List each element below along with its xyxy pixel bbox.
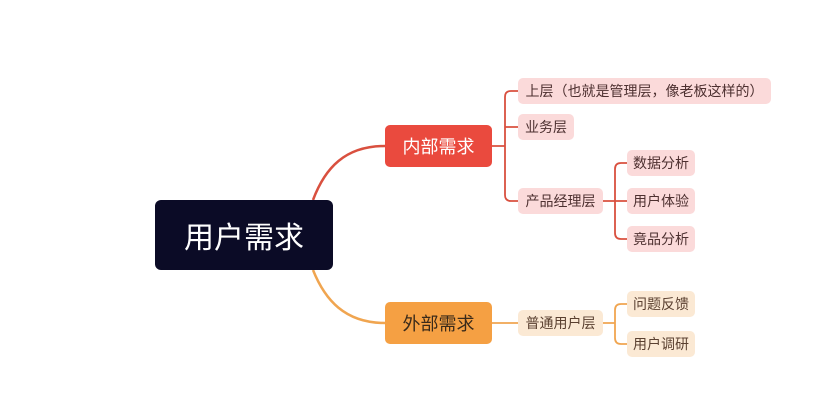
node-issue-feedback[interactable]: 问题反馈 bbox=[627, 291, 695, 317]
competitor-analysis-label: 竟品分析 bbox=[633, 232, 689, 248]
root-node[interactable]: 用户需求 bbox=[155, 200, 333, 270]
ordinary-users-label: 普通用户层 bbox=[525, 316, 596, 332]
node-external-needs[interactable]: 外部需求 bbox=[385, 302, 492, 344]
external-label: 外部需求 bbox=[402, 314, 475, 335]
business-layer-label: 业务层 bbox=[525, 120, 567, 136]
root-label: 用户需求 bbox=[184, 221, 304, 256]
link-root-external bbox=[311, 269, 386, 325]
node-internal-needs[interactable]: 内部需求 bbox=[385, 125, 492, 167]
upper-management-label: 上层（也就是管理层，像老板这样的） bbox=[525, 84, 764, 100]
issue-feedback-label: 问题反馈 bbox=[633, 297, 689, 313]
link-pm-children bbox=[603, 162, 627, 240]
node-competitor-analysis[interactable]: 竟品分析 bbox=[627, 226, 695, 252]
link-root-internal bbox=[311, 144, 386, 201]
link-internal-children bbox=[492, 90, 518, 202]
internal-label: 内部需求 bbox=[402, 137, 475, 158]
node-data-analysis[interactable]: 数据分析 bbox=[627, 150, 695, 176]
node-upper-management[interactable]: 上层（也就是管理层，像老板这样的） bbox=[518, 78, 771, 104]
user-experience-label: 用户体验 bbox=[633, 194, 689, 210]
node-business-layer[interactable]: 业务层 bbox=[518, 114, 574, 140]
node-ordinary-users[interactable]: 普通用户层 bbox=[518, 310, 603, 336]
node-user-experience[interactable]: 用户体验 bbox=[627, 188, 695, 214]
product-manager-label: 产品经理层 bbox=[525, 194, 596, 210]
node-user-research[interactable]: 用户调研 bbox=[627, 331, 695, 357]
user-research-label: 用户调研 bbox=[633, 337, 689, 353]
data-analysis-label: 数据分析 bbox=[633, 156, 689, 172]
node-product-manager[interactable]: 产品经理层 bbox=[518, 188, 603, 214]
link-user-children bbox=[603, 303, 627, 345]
